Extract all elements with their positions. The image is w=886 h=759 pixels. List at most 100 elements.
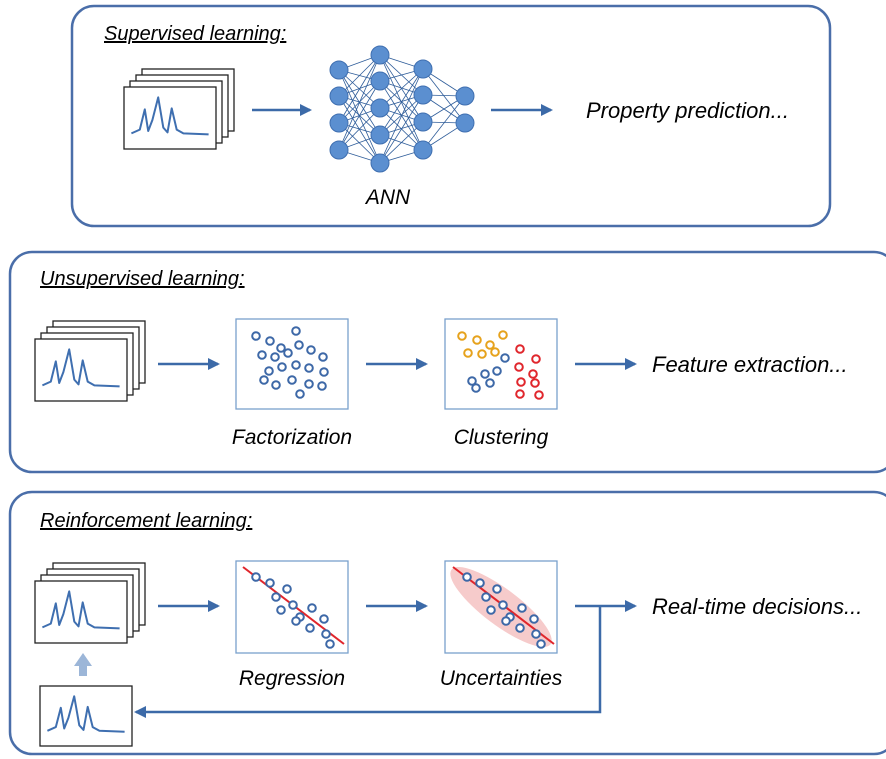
scatter-point <box>536 639 546 649</box>
scatter-point <box>462 572 472 582</box>
regression-scatter <box>242 566 345 649</box>
scatter-point <box>291 360 301 370</box>
scatter-point <box>291 326 301 336</box>
scatter-point <box>259 375 269 385</box>
spectra-stack-icon <box>123 68 235 150</box>
ann-caption: ANN <box>364 186 411 209</box>
scatter-point <box>264 366 274 376</box>
scatter-point <box>304 363 314 373</box>
scatter-point <box>515 389 525 399</box>
ann-node <box>370 71 390 91</box>
ann-node <box>413 112 433 132</box>
unsupervised-panel <box>8 250 886 474</box>
spectrum-curve <box>41 348 120 388</box>
scatter-point <box>325 639 335 649</box>
scatter-point <box>486 605 496 615</box>
factorization-plot-frame <box>235 318 349 410</box>
scatter-point <box>271 380 281 390</box>
ann-connection <box>338 122 381 164</box>
regression-caption: Regression <box>239 667 345 690</box>
scatter-point <box>288 600 298 610</box>
ann-node <box>413 140 433 160</box>
factorization-scatter <box>251 326 329 399</box>
ann-connection <box>379 94 424 136</box>
scatter-point <box>270 352 280 362</box>
ann-connection <box>338 69 381 164</box>
scatter-point <box>471 383 481 393</box>
ann-node <box>370 98 390 118</box>
supervised-heading: Supervised learning: <box>104 23 286 45</box>
scatter-point <box>257 350 267 360</box>
scatter-point <box>531 354 541 364</box>
scatter-point <box>485 378 495 388</box>
ann-connection <box>338 54 381 124</box>
regression-plot-frame <box>235 560 349 654</box>
scatter-point <box>265 578 275 588</box>
ann-connection <box>379 121 424 164</box>
scatter-point <box>318 352 328 362</box>
scatter-point <box>271 592 281 602</box>
spectrum-curve <box>41 590 120 630</box>
scatter-point <box>251 572 261 582</box>
uncertainties-scatter <box>450 566 555 649</box>
ann-node <box>413 85 433 105</box>
scatter-point <box>514 362 524 372</box>
scatter-point <box>319 367 329 377</box>
ann-connection <box>422 68 466 124</box>
ann-node <box>370 45 390 65</box>
scatter-point <box>251 331 261 341</box>
scatter-point <box>485 340 495 350</box>
unsupervised-heading: Unsupervised learning: <box>40 268 245 290</box>
clustering-caption: Clustering <box>454 426 549 449</box>
uncertainties-plot-frame <box>444 560 558 654</box>
scatter-point <box>481 592 491 602</box>
ann-connection <box>379 68 424 164</box>
scatter-point <box>291 616 301 626</box>
scatter-point <box>475 578 485 588</box>
ann-node <box>329 86 349 106</box>
scatter-point <box>472 335 482 345</box>
scatter-point <box>295 389 305 399</box>
ann-node <box>370 125 390 145</box>
reinforcement-panel <box>8 490 886 756</box>
clustering-plot-frame <box>444 318 558 410</box>
ann-node <box>329 113 349 133</box>
new-spectrum-icon <box>39 685 133 747</box>
scatter-point <box>276 343 286 353</box>
reinforcement-heading: Reinforcement learning: <box>40 510 252 532</box>
scatter-point <box>317 381 327 391</box>
scatter-point <box>498 330 508 340</box>
scatter-point <box>307 603 317 613</box>
feedback-loop-arrow <box>134 606 602 718</box>
scatter-point <box>467 376 477 386</box>
scatter-point <box>319 614 329 624</box>
scatter-point <box>265 336 275 346</box>
ann-connection <box>379 68 424 136</box>
ann-connection <box>338 54 381 97</box>
spectrum-curve <box>130 96 209 136</box>
scatter-point <box>287 375 297 385</box>
spectra-stack-icon <box>34 320 146 402</box>
ann-node <box>329 140 349 160</box>
ann-node <box>370 153 390 173</box>
uncertainties-caption: Uncertainties <box>440 667 563 690</box>
spectrum-curve <box>46 695 125 733</box>
scatter-point <box>490 347 500 357</box>
scatter-point <box>457 331 467 341</box>
factorization-caption: Factorization <box>232 426 352 449</box>
scatter-point <box>282 584 292 594</box>
supervised-output: Property prediction... <box>586 98 789 123</box>
scatter-point <box>492 366 502 376</box>
scatter-point <box>480 369 490 379</box>
scatter-point <box>515 623 525 633</box>
ann-connection <box>379 94 424 164</box>
scatter-point <box>498 600 508 610</box>
scatter-point <box>305 623 315 633</box>
scatter-point <box>515 344 525 354</box>
supervised-panel <box>70 4 832 228</box>
ann-node <box>455 86 475 106</box>
scatter-point <box>321 629 331 639</box>
clustering-scatter <box>457 330 544 400</box>
ann-node <box>329 60 349 80</box>
ann-node <box>413 59 433 79</box>
